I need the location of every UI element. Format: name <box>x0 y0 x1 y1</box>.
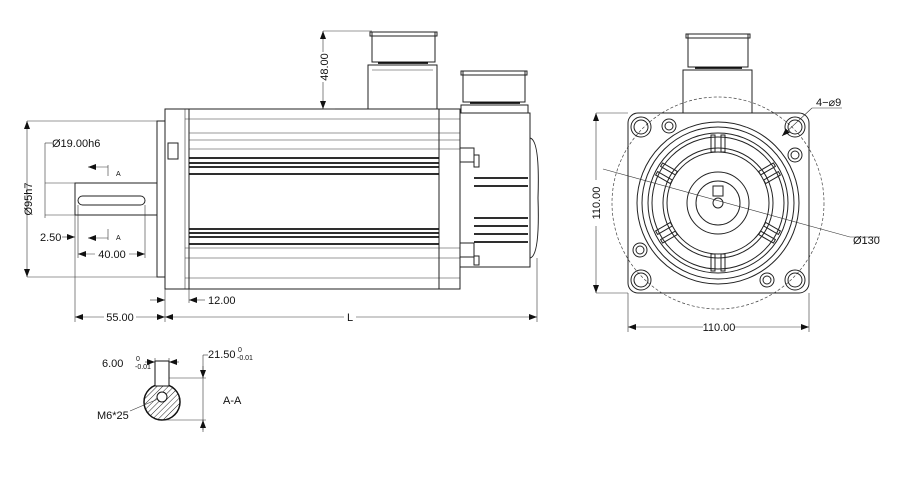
power-connector <box>367 31 438 110</box>
dim-shaft-length: 55.00 <box>106 312 134 324</box>
dim-front-width: 110.00 <box>703 322 736 334</box>
dim-connector-height: 48.00 <box>319 53 331 81</box>
key-width-tol-upper: 0 <box>136 356 140 363</box>
dim-total-length: L <box>347 312 353 324</box>
dim-flange-thickness: 12.00 <box>208 295 236 307</box>
section-marker-top: A <box>88 164 121 178</box>
key-height-tol-upper: 0 <box>238 347 242 354</box>
screws <box>632 118 803 288</box>
front-flange-square <box>627 112 810 294</box>
key-slot <box>154 360 170 387</box>
section-label-a: A <box>116 171 121 178</box>
section-a-a: 6.00 0 -0.01 21.50 0 -0.01 A-A M6*25 <box>97 347 253 432</box>
dim-shaft-diameter: Ø19.00h6 <box>52 138 100 150</box>
dim-key-length: 40.00 <box>98 249 126 261</box>
shaft-key <box>712 185 724 197</box>
body-end-ring <box>438 108 461 290</box>
motor-body <box>188 108 440 290</box>
rear-cover <box>459 112 539 268</box>
dim-holes: 4−⌀9 <box>816 97 841 109</box>
thread-hole <box>156 391 168 403</box>
front-view: 110.00 110.00 Ø130 4−⌀9 <box>590 33 880 334</box>
body-lines <box>185 118 460 279</box>
thread-spec: M6*25 <box>97 410 129 422</box>
rib-slots <box>654 134 782 272</box>
pilot-boss <box>156 120 166 278</box>
key-width-tol-lower: -0.01 <box>135 364 151 371</box>
flange-tab <box>167 142 179 160</box>
flange <box>164 108 190 290</box>
shaft <box>74 182 158 216</box>
bolt-circle <box>611 96 825 310</box>
shaft-center-hole <box>712 197 724 209</box>
key-height-tol-lower: -0.01 <box>237 355 253 362</box>
side-view: Ø95h7 Ø19.00h6 A A 2.50 40.00 55.00 12.0… <box>23 30 539 324</box>
dim-front-height: 110.00 <box>591 187 603 220</box>
dim-pilot-diameter: Ø95h7 <box>23 182 35 215</box>
dim-key-depth: 2.50 <box>40 232 61 244</box>
dim-key-width: 6.00 <box>102 358 123 370</box>
front-connector <box>682 33 753 114</box>
dim-bolt-circle: Ø130 <box>853 235 880 247</box>
encoder-connector <box>460 70 529 114</box>
keyway <box>77 195 146 206</box>
section-label-a: A <box>116 235 121 242</box>
dim-key-height: 21.50 <box>208 349 236 361</box>
section-title: A-A <box>223 395 242 407</box>
section-marker-bottom: A <box>88 229 121 242</box>
mounting-holes <box>630 116 806 291</box>
